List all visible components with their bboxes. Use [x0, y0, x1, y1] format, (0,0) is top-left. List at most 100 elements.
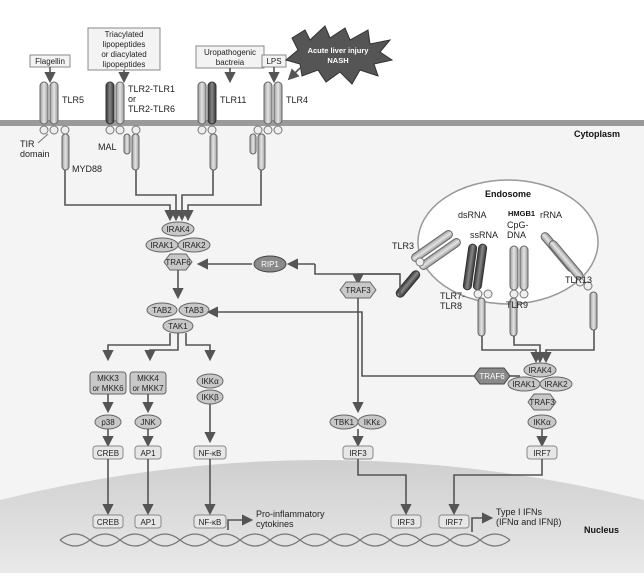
rip1-node: RIP1	[253, 255, 287, 273]
irak2-label: IRAK2	[182, 241, 206, 250]
proinf-label-1: Pro-inflammatory	[256, 509, 325, 519]
ikke-label: IKKε	[364, 418, 381, 427]
ikka-b-node: IKKα	[527, 414, 557, 430]
mkk4-node: MKK4 or MKK7	[129, 371, 167, 395]
nucleus-label: Nucleus	[584, 525, 619, 535]
injury-burst: Acute liver injury NASH	[284, 25, 394, 85]
irf7-n-label: IRF7	[445, 518, 463, 527]
irak4-b-node: IRAK4	[523, 362, 557, 378]
tlr4-receptor	[249, 81, 283, 171]
endosome	[417, 179, 599, 305]
tlr3-to-rip1-line	[314, 264, 400, 275]
bacteria-box: Uropathogenic bactreia	[195, 45, 265, 69]
proinf-label-2: cytokines	[256, 519, 294, 529]
tir-label-1: TIR	[20, 139, 35, 149]
myd88-label: MYD88	[72, 164, 102, 174]
nfkb-n-label: NF-κB	[199, 518, 222, 527]
tlr2-label-1: TLR2-TLR1	[128, 84, 175, 94]
tab2-node: TAB2	[146, 302, 178, 318]
tlr5-label: TLR5	[62, 95, 84, 105]
irak1-node: IRAK1	[145, 237, 179, 253]
irf7-label: IRF7	[533, 449, 551, 458]
irf3-n-label: IRF3	[397, 518, 415, 527]
typei-label-1: Type I IFNs	[496, 507, 543, 517]
tlr9-label: TLR9	[506, 300, 528, 310]
ikkb-label: IKKβ	[201, 393, 219, 402]
bacteria-line1: Uropathogenic	[204, 48, 256, 57]
tlr5-receptor	[39, 81, 70, 171]
traf6b-to-tab-arrow	[206, 306, 474, 377]
tlr11-label: TLR11	[220, 95, 246, 105]
cytoplasm-label: Cytoplasm	[574, 129, 620, 139]
irak4-node: IRAK4	[161, 221, 195, 237]
plasma-membrane	[0, 120, 644, 126]
lipopeptides-box: Triacylated lipopeptides or diacylated l…	[87, 27, 161, 71]
typei-label-2: (IFNα and IFNβ)	[496, 517, 561, 527]
ikka-label: IKKα	[201, 377, 219, 386]
lipopeptides-line1: Triacylated	[105, 30, 144, 39]
jnk-label: JNK	[140, 418, 156, 427]
rip1-label: RIP1	[261, 260, 279, 269]
irf3-n-node: IRF3	[390, 514, 422, 529]
tlr13-connector	[540, 330, 595, 364]
ap1-label: AP1	[140, 449, 156, 458]
endosome-label: Endosome	[485, 189, 531, 199]
ikke-node: IKKε	[357, 414, 387, 430]
irak1-b-label: IRAK1	[512, 380, 536, 389]
tlr2-label-2: or	[128, 94, 136, 104]
lipopeptides-line4: lipopeptides	[103, 60, 146, 69]
bacteria-line2: bactreia	[216, 58, 245, 67]
traf6-label: TRAF6	[165, 258, 191, 267]
mkk3-node: MKK3 or MKK6	[89, 371, 127, 395]
irf7-to-nucleus-arrow	[448, 459, 543, 516]
tak1-label: TAK1	[168, 322, 188, 331]
flagellin-label: Flagellin	[35, 57, 65, 66]
dna-helix	[59, 533, 511, 547]
ap1-node: AP1	[134, 445, 162, 460]
creb-n-node: CREB	[92, 514, 124, 529]
irak4-label: IRAK4	[166, 225, 190, 234]
tak1-node: TAK1	[162, 318, 194, 334]
traf3-node: TRAF3	[339, 281, 377, 299]
ikkb-node: IKKβ	[196, 389, 224, 405]
flagellin-box: Flagellin	[29, 54, 71, 68]
tak1-to-mkk4-arrow	[144, 333, 179, 362]
mkk3-label-1: MKK3	[97, 374, 119, 383]
creb-label: CREB	[97, 449, 119, 458]
irf3-node: IRF3	[342, 445, 374, 460]
lipopeptides-line2: lipopeptides	[103, 40, 146, 49]
traf6-b-node: TRAF6	[473, 367, 511, 385]
tlr78-label-1: TLR7-	[440, 291, 465, 301]
traf3-label: TRAF3	[345, 286, 371, 295]
tlr2-connector	[135, 170, 182, 222]
tlr4-label: TLR4	[286, 95, 308, 105]
injury-arrow	[287, 67, 301, 81]
type-i-ifn-arrow	[471, 512, 494, 532]
nfkb-node: NF-κB	[193, 445, 227, 460]
tak1-to-mkk3-arrow	[102, 333, 171, 362]
ikka-b-label: IKKα	[533, 418, 551, 427]
tlr3-receptor	[395, 230, 461, 298]
cpg-label-1: CpG-	[507, 220, 529, 230]
tlr78-label-2: TLR8	[440, 301, 462, 311]
tak1-to-ikk-arrow	[185, 333, 216, 362]
nucleus-region	[0, 460, 644, 573]
lps-box: LPS	[261, 54, 287, 68]
mkk4-label-2: or MKK7	[132, 384, 164, 393]
irak1-b-node: IRAK1	[507, 376, 541, 392]
mkk3-label-2: or MKK6	[92, 384, 124, 393]
ikka-node: IKKα	[196, 373, 224, 389]
p38-node: p38	[94, 414, 122, 430]
tlr13-receptor	[540, 232, 598, 331]
proinflammatory-arrow	[227, 514, 254, 530]
traf6-b-label: TRAF6	[479, 372, 505, 381]
creb-n-label: CREB	[97, 518, 119, 527]
tab3-label: TAB3	[184, 306, 204, 315]
injury-line2: NASH	[327, 56, 348, 65]
nfkb-n-node: NF-κB	[193, 514, 227, 529]
creb-node: CREB	[92, 445, 124, 460]
irak4-b-label: IRAK4	[528, 366, 552, 375]
tlr2-label-3: TLR2-TLR6	[128, 104, 175, 114]
tab3-node: TAB3	[178, 302, 210, 318]
tlr78-receptor	[462, 243, 493, 337]
